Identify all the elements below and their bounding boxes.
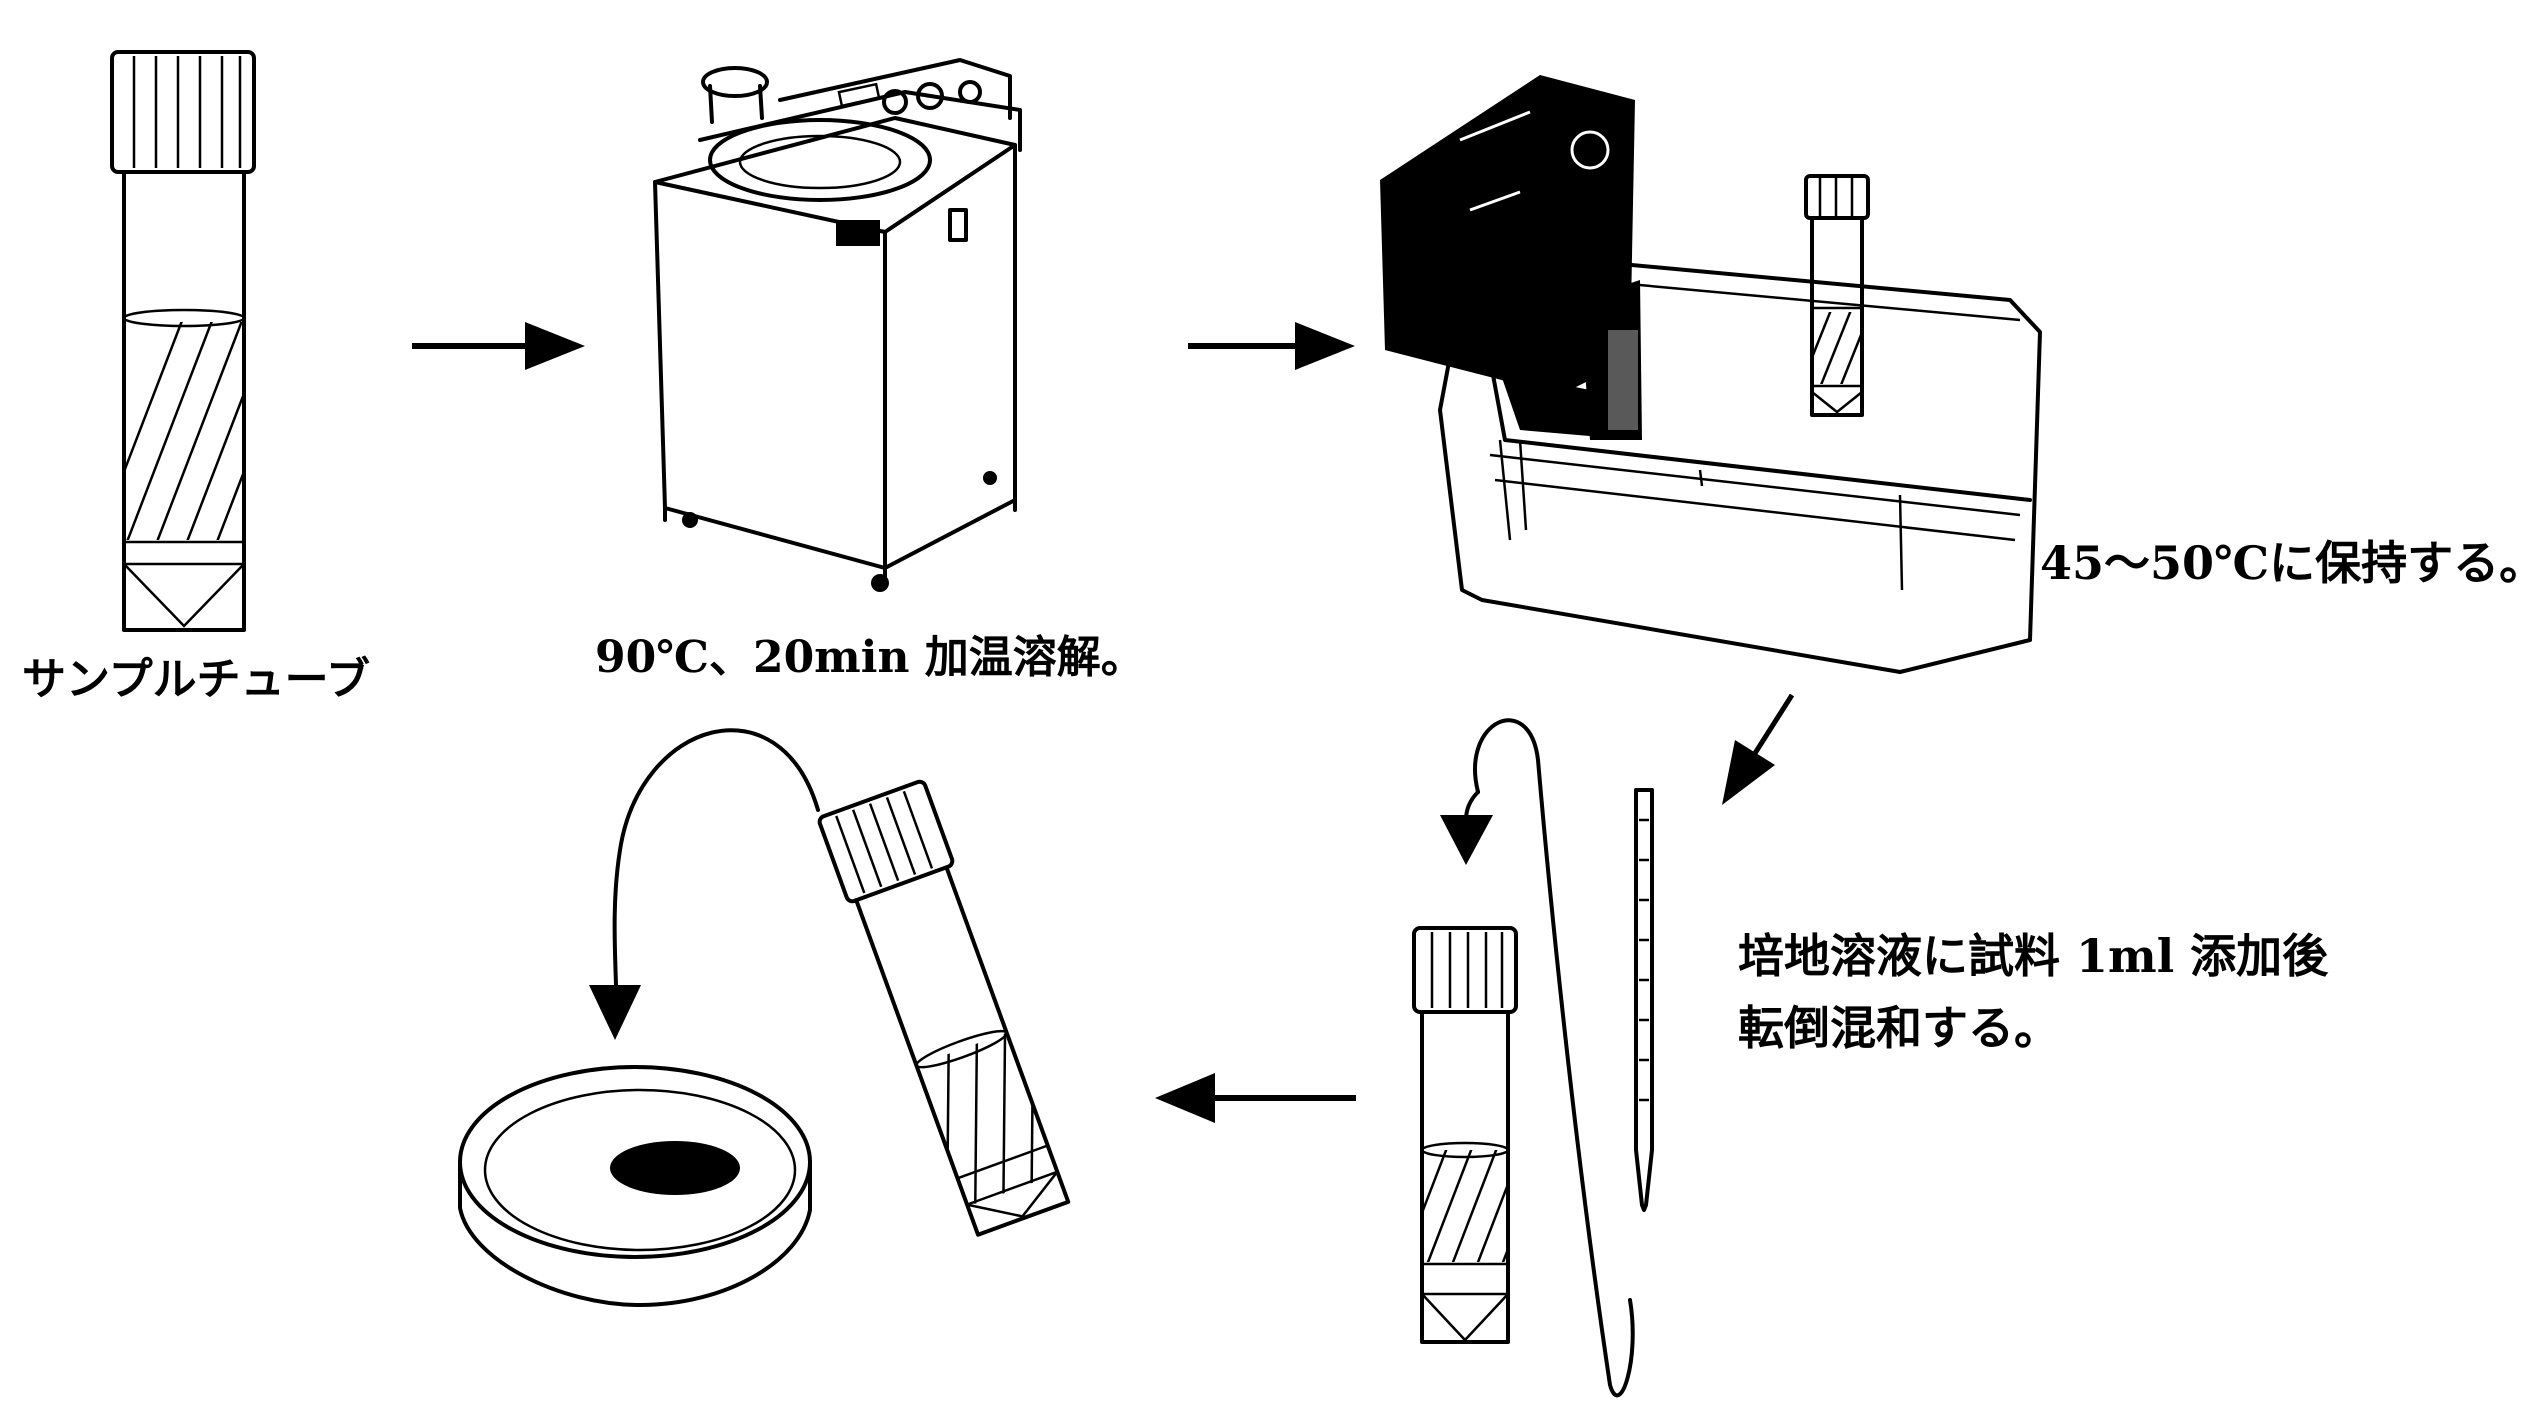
sample-tube-label: サンプルチューブ [22,654,371,705]
arrow-right-icon [1188,322,1355,370]
heat-dissolve-label: 90℃、20min 加温溶解。 [595,632,1145,683]
tilted-tube-illustration [817,779,1071,1237]
arrow-left-icon [1155,1073,1356,1123]
hold-temperature-label: 45～50℃に保持する。 [2040,536,2540,590]
autoclave-illustration [653,58,1022,592]
inversion-arrow-icon [1440,718,1635,1398]
mixing-tube-illustration [1412,926,1518,1344]
add-sample-label-line2: 転倒混和する。 [1738,1001,2060,1055]
add-sample-label-line1: 培地溶液に試料 1ml 添加後 [1738,929,2329,983]
pipette-illustration [1634,788,1654,1212]
arrow-down-left-icon [1722,693,1795,805]
sample-tube-illustration [110,50,256,632]
add-sample-label: 培地溶液に試料 1ml 添加後 転倒混和する。 [1738,920,2328,1064]
water-bath-illustration [1380,75,2042,674]
petri-dish-illustration [458,1065,812,1307]
pour-arrow-icon [589,728,820,1040]
arrow-right-icon [412,322,585,370]
